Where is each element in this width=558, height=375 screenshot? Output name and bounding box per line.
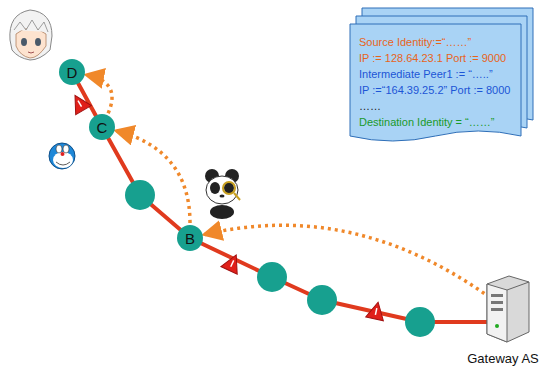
panda: [205, 169, 240, 219]
peer-label: C: [97, 120, 108, 135]
route-document: Source Identity:=“……”IP := 128.64.23.1 P…: [350, 24, 521, 144]
route-field: Intermediate Peer1 := “…..”: [359, 66, 513, 82]
peer-circle: D: [59, 59, 85, 85]
peer-label: D: [67, 65, 78, 80]
gateway-server: Gateway AS: [452, 270, 554, 366]
route-field: IP :=“164.39.25.2” Port := 8000: [359, 82, 513, 98]
route-field: Source Identity:=“……”: [359, 34, 513, 50]
route-field: Destination Identity = “……”: [359, 114, 513, 130]
peer-circle: C: [89, 114, 115, 140]
server-label: Gateway AS: [452, 351, 554, 366]
peer-circle: B: [177, 225, 203, 251]
anime-character: [10, 10, 52, 60]
route-field: ……: [359, 98, 513, 114]
peer-circles: [125, 180, 435, 337]
peer-label: B: [185, 231, 195, 246]
warning-triangles: [67, 91, 387, 321]
route-arrow: [205, 225, 485, 293]
doraemon: [49, 143, 75, 169]
route-arrow: [117, 131, 190, 223]
server-icon: [452, 270, 554, 348]
route-field: IP := 128.64.23.1 Port := 9000: [359, 50, 513, 66]
route-arrow: [87, 75, 112, 113]
